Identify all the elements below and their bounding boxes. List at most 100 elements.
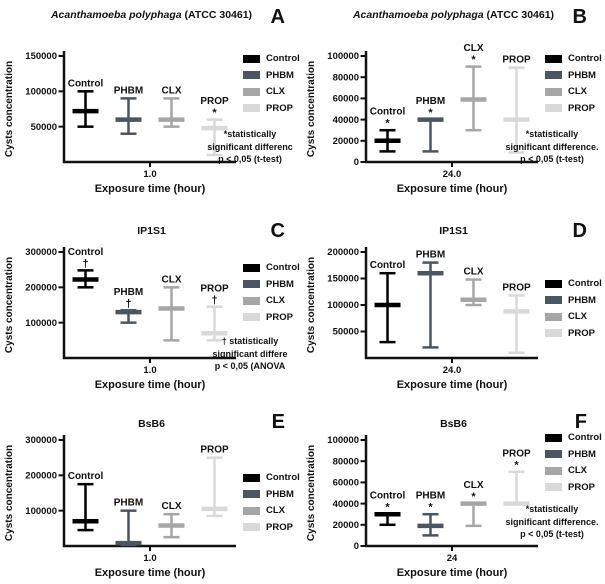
legend-label: PROP bbox=[266, 311, 293, 323]
errorbar-prop: PROP bbox=[502, 55, 531, 154]
errorbar-clx: CLX bbox=[158, 274, 185, 342]
series-label: PHBM bbox=[114, 287, 143, 298]
errorbar-clx: CLX* bbox=[460, 43, 487, 132]
significance-marker: † bbox=[125, 298, 131, 310]
series-label: CLX bbox=[162, 274, 182, 285]
y-tick-label: 200000 bbox=[25, 283, 57, 294]
errorbar-prop: PROP† bbox=[200, 283, 229, 342]
series-label: PROP bbox=[502, 448, 531, 459]
panel-letter: C bbox=[270, 220, 285, 242]
legend-item: Control bbox=[243, 473, 300, 483]
errorbar-clx: CLX bbox=[460, 267, 487, 307]
y-tick-label: 80000 bbox=[333, 456, 359, 467]
significance-marker: † bbox=[82, 258, 88, 270]
legend-item: CLX bbox=[243, 87, 300, 97]
legend-swatch-phbm bbox=[545, 450, 562, 459]
axes bbox=[62, 247, 236, 360]
legend-swatch-phbm bbox=[545, 296, 562, 305]
note-line: *statistically bbox=[525, 129, 579, 139]
y-tick-label: 80000 bbox=[333, 72, 359, 83]
series-label: PROP bbox=[200, 445, 229, 456]
series-label: PROP bbox=[502, 55, 531, 66]
x-tick-label: 24.0 bbox=[443, 365, 462, 376]
legend-item: CLX bbox=[545, 466, 602, 476]
legend-item: Control bbox=[545, 279, 602, 289]
legend-label: Control bbox=[266, 472, 300, 483]
panel-title-text: IP1S1 bbox=[137, 225, 166, 237]
errorbar-phbm: PHBM bbox=[416, 250, 445, 349]
errorbar-control: Control* bbox=[370, 107, 405, 153]
legend-label: PHBM bbox=[568, 448, 596, 460]
significance-marker: * bbox=[212, 107, 217, 119]
legend-swatch-phbm bbox=[243, 71, 260, 80]
legend-swatch-phbm bbox=[545, 71, 562, 80]
legend-item: PHBM bbox=[243, 279, 300, 290]
legend-label: CLX bbox=[568, 465, 587, 476]
legend-item: PHBM bbox=[545, 295, 602, 306]
legend-label: PHBM bbox=[266, 69, 294, 81]
legend-swatch-phbm bbox=[243, 280, 260, 289]
significance-marker: * bbox=[471, 54, 476, 66]
legend-swatch-control bbox=[243, 263, 260, 272]
significance-marker: * bbox=[428, 107, 433, 119]
x-tick-label: 1.0 bbox=[143, 365, 156, 376]
note-line: p < 0,05 (ANOVA bbox=[214, 361, 286, 372]
note-line: significant differenc bbox=[207, 141, 293, 152]
legend-label: PROP bbox=[568, 481, 595, 493]
series-label: Control bbox=[370, 491, 406, 502]
y-tick-label: 60000 bbox=[333, 478, 359, 489]
legend-swatch-control bbox=[545, 54, 562, 63]
legend-label: CLX bbox=[568, 311, 587, 322]
legend-label: PROP bbox=[266, 521, 293, 533]
legend-swatch-clx bbox=[243, 506, 260, 515]
y-tick-label: 60000 bbox=[333, 94, 359, 105]
legend-swatch-control bbox=[545, 433, 562, 442]
errorbar-prop: PROP bbox=[200, 445, 229, 518]
legend-swatch-prop bbox=[243, 104, 260, 113]
y-tick-label: 100000 bbox=[327, 435, 359, 446]
y-tick-label: 40000 bbox=[333, 115, 359, 126]
y-tick-label: 20000 bbox=[333, 136, 359, 147]
legend-swatch-prop bbox=[545, 483, 562, 492]
note-line: p < 0,05 (t-test) bbox=[520, 529, 584, 540]
series-label: CLX bbox=[464, 480, 484, 491]
legend-item: PROP bbox=[243, 521, 300, 533]
errorbar-prop: PROP* bbox=[200, 96, 229, 157]
y-tick-label: 100000 bbox=[327, 300, 359, 311]
errorbar-control: Control† bbox=[68, 247, 103, 289]
panel-title: IP1S1 bbox=[302, 225, 605, 237]
series-label: PROP bbox=[502, 282, 531, 293]
legend-label: Control bbox=[266, 53, 300, 64]
legend-item: PHBM bbox=[243, 69, 300, 81]
chart-panel: Acanthamoeba polyphaga (ATCC 30461) A 50… bbox=[0, 0, 303, 195]
errorbar-control: Control bbox=[370, 260, 405, 344]
significance-marker: * bbox=[514, 459, 519, 471]
axes bbox=[364, 435, 538, 548]
note-line: *statistically bbox=[525, 504, 579, 514]
panel-title: BsB6 bbox=[0, 418, 303, 430]
y-axis-label: Cysts concentration bbox=[306, 257, 317, 353]
errorbar-phbm: PHBM† bbox=[114, 287, 143, 324]
legend-swatch-control bbox=[243, 54, 260, 63]
panel-title: Acanthamoeba polyphaga (ATCC 30461) bbox=[0, 9, 303, 21]
y-axis-label: Cysts concentration bbox=[306, 61, 317, 157]
legend-label: Control bbox=[568, 432, 602, 443]
legend-swatch-control bbox=[243, 473, 260, 482]
legend-label: Control bbox=[266, 262, 300, 273]
errorbar-control: Control bbox=[68, 471, 103, 532]
legend-swatch-clx bbox=[243, 87, 260, 96]
axes bbox=[364, 247, 538, 360]
series-label: PHBM bbox=[114, 85, 143, 96]
y-tick-label: 100000 bbox=[25, 506, 57, 517]
legend-label: PROP bbox=[568, 102, 595, 114]
note-line: *statistically bbox=[223, 129, 277, 139]
